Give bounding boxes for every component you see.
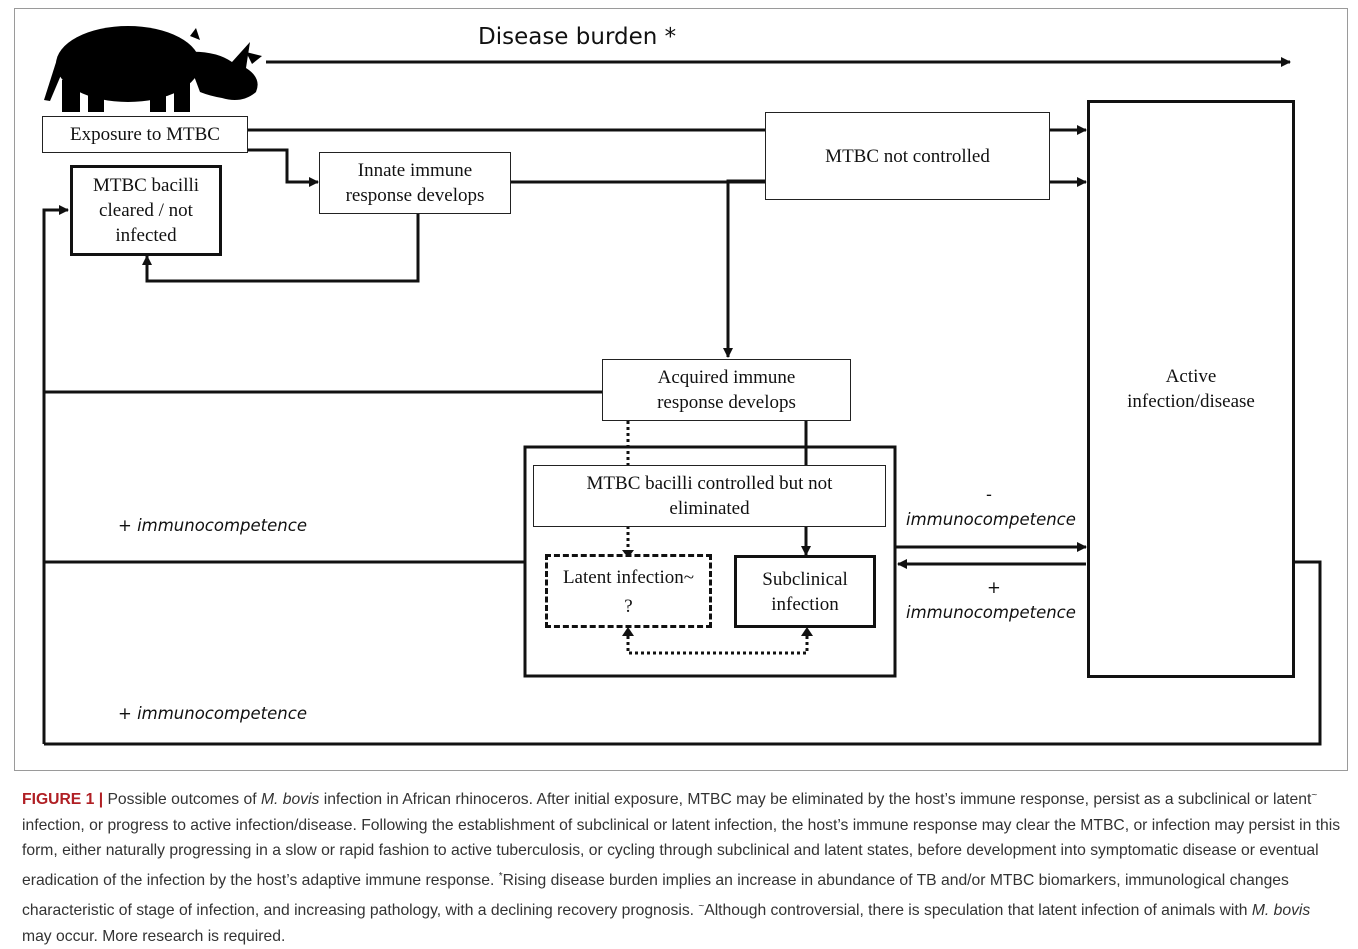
active-infection-node: Active infection/disease — [1087, 100, 1295, 678]
immunocompetence-minus-label: immunocompetence — [906, 510, 1076, 529]
caption-text: Possible outcomes of — [103, 791, 261, 809]
innate-node: Innate immune response develops — [319, 152, 511, 214]
not-controlled-node: MTBC not controlled — [765, 112, 1050, 200]
rhino-silhouette-icon — [44, 26, 262, 112]
latent-question-mark: ? — [624, 596, 633, 617]
diagram-frame — [14, 8, 1348, 771]
caption-label: FIGURE 1 | — [22, 791, 104, 809]
acquired-node: Acquired immune response develops — [602, 359, 851, 421]
exposure-node: Exposure to MTBC — [42, 116, 248, 153]
disease-burden-title: Disease burden * — [478, 24, 677, 50]
caption-text: Although controversial, there is specula… — [704, 902, 1252, 920]
caption-species: M. bovis — [260, 791, 320, 809]
caption-asterisk: * — [498, 871, 503, 883]
caption-text: Rising disease burden implies an increas… — [22, 872, 1289, 920]
caption-tilde: ~ — [698, 900, 705, 912]
plus-sign: + — [987, 578, 1001, 597]
caption-species: M. bovis — [1251, 902, 1311, 920]
controlled-node: MTBC bacilli controlled but not eliminat… — [533, 465, 886, 527]
caption-text: infection, or progress to active infecti… — [22, 816, 1341, 890]
cleared-node: MTBC bacilli cleared / not infected — [70, 165, 222, 256]
caption-text: infection in African rhinoceros. After i… — [319, 791, 1312, 809]
caption-tilde: ~ — [1311, 790, 1318, 801]
subclinical-node: Subclinical infection — [734, 555, 876, 628]
immunocompetence-plus-label-mid: + immunocompetence — [118, 516, 307, 535]
latent-infection-node: Latent infection~ ? — [545, 554, 712, 628]
minus-sign: - — [986, 485, 992, 504]
latent-label: Latent infection~ — [562, 567, 695, 588]
caption-text: may occur. More research is required. — [22, 927, 286, 945]
connector-lines — [42, 26, 1322, 746]
immunocompetence-plus-label-bottom: + immunocompetence — [118, 704, 307, 723]
immunocompetence-plus-label-right: immunocompetence — [906, 603, 1076, 622]
figure-caption: FIGURE 1 | Possible outcomes of M. bovis… — [22, 783, 1344, 949]
